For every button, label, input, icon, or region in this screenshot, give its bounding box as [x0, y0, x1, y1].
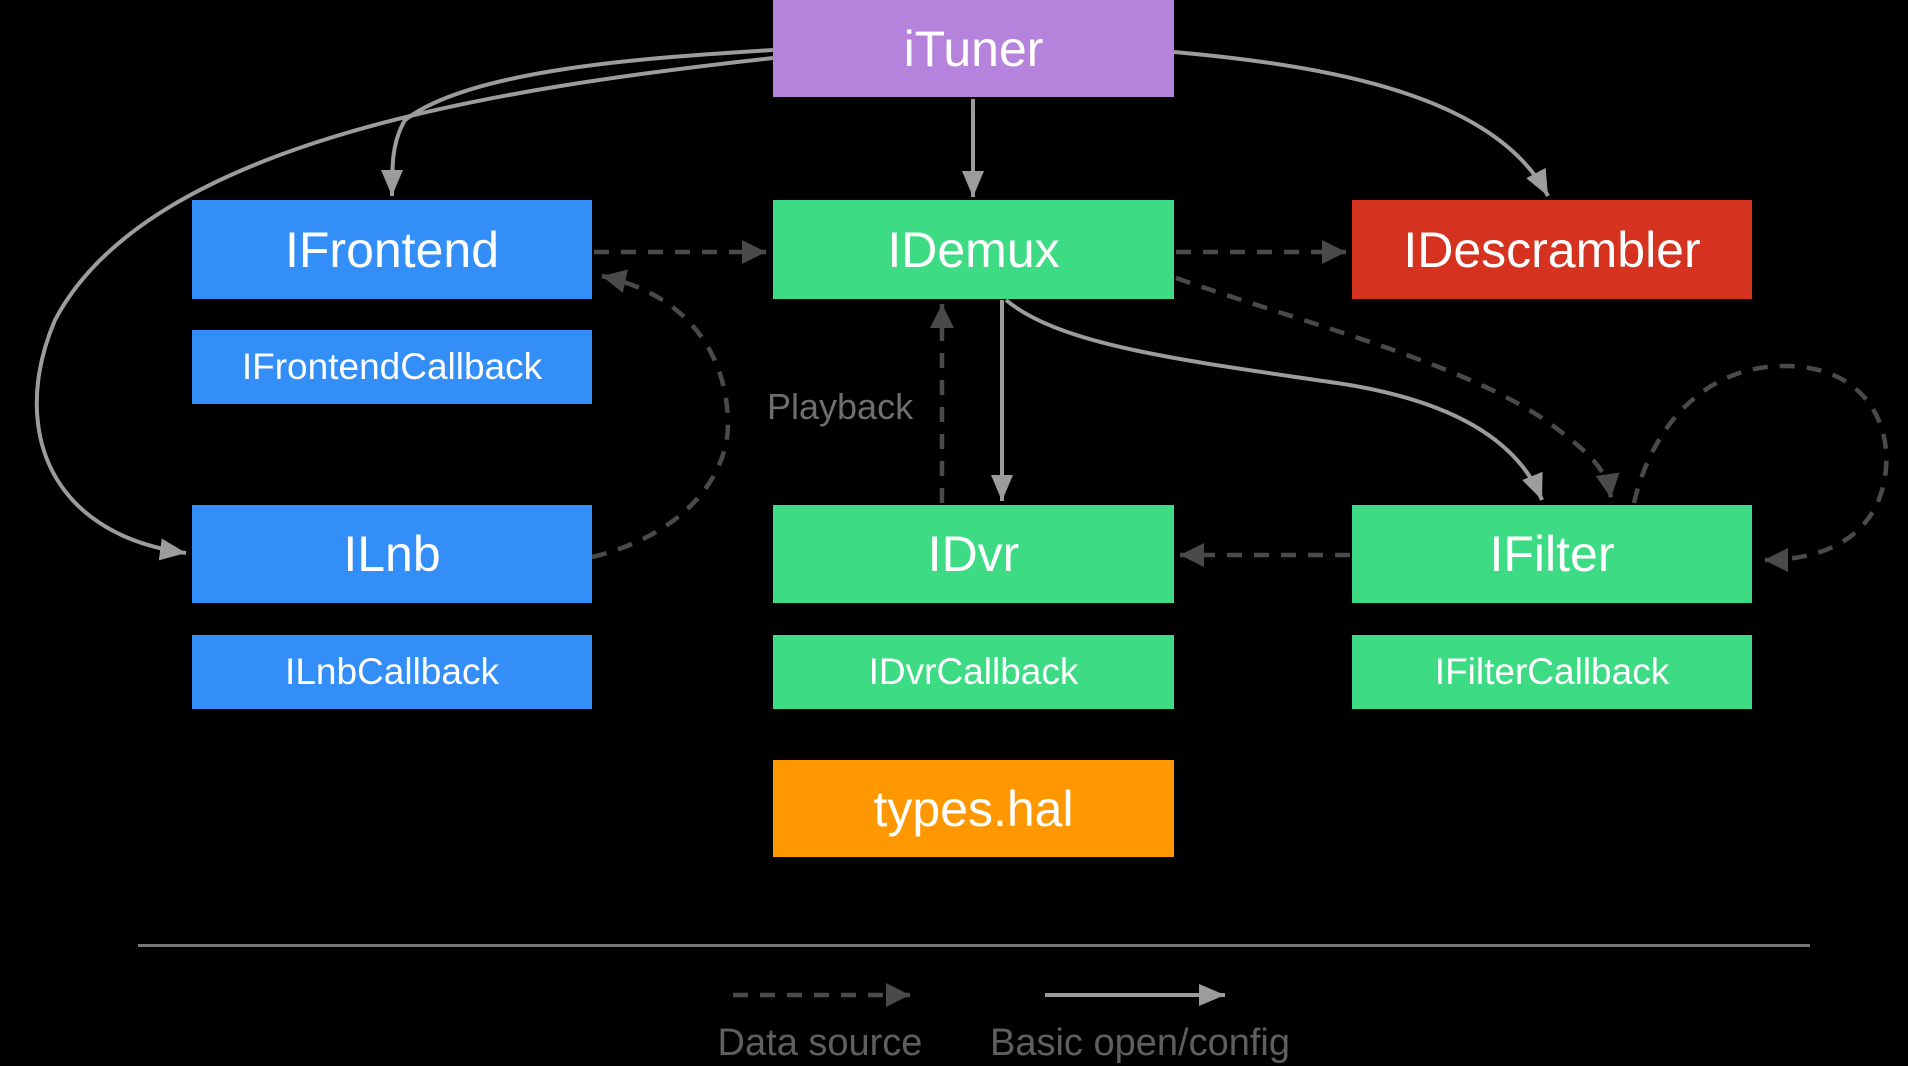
node-ifrontend: IFrontend — [192, 200, 592, 299]
node-label: IDvrCallback — [868, 651, 1079, 692]
edge-ituner-ilnb — [34, 56, 774, 561]
node-label: IFilterCallback — [1434, 651, 1670, 692]
edge-ilnb-ifrontend — [591, 269, 731, 560]
node-label: ILnbCallback — [285, 651, 499, 692]
node-label: IFrontend — [284, 221, 499, 278]
edge-ifilter-self-loop — [1631, 363, 1889, 572]
node-label: iTuner — [903, 20, 1044, 77]
node-ilnb: ILnb — [192, 505, 592, 603]
node-label: IDemux — [887, 221, 1060, 278]
playback-label: Playback — [767, 386, 914, 427]
node-ifrontend-callback: IFrontendCallback — [192, 330, 592, 404]
legend-data-source-label: Data source — [717, 1022, 923, 1064]
node-idemux: IDemux — [773, 200, 1174, 299]
node-label: ILnb — [343, 526, 441, 582]
node-label: IDescrambler — [1403, 221, 1701, 278]
node-ifilter-callback: IFilterCallback — [1352, 635, 1752, 709]
node-ifilter: IFilter — [1352, 505, 1752, 603]
node-label: IFrontendCallback — [241, 346, 543, 387]
edge-ituner-idescrambler — [1173, 50, 1550, 197]
divider-line — [138, 944, 1810, 947]
node-types-hal: types.hal — [773, 760, 1174, 857]
edge-idemux-ifilter-data — [1175, 275, 1620, 499]
legend-basic-open-config-label: Basic open/config — [990, 1022, 1290, 1064]
node-ituner: iTuner — [773, 0, 1174, 97]
node-idvr-callback: IDvrCallback — [773, 635, 1174, 709]
node-idvr: IDvr — [773, 505, 1174, 603]
node-label: IFilter — [1489, 526, 1615, 582]
edge-ituner-ifrontend — [381, 48, 774, 197]
node-label: types.hal — [873, 780, 1074, 837]
node-label: IDvr — [927, 526, 1020, 582]
node-idescrambler: IDescrambler — [1352, 200, 1752, 299]
edge-idemux-ifilter — [1004, 298, 1544, 501]
node-ilnb-callback: ILnbCallback — [192, 635, 592, 709]
